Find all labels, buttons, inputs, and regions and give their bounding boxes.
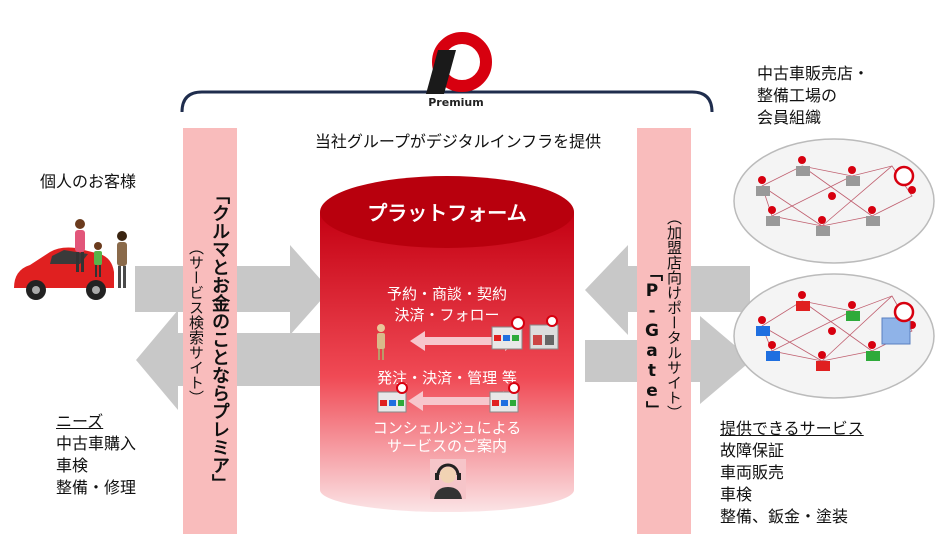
needs-heading-text: ニーズ <box>56 412 104 431</box>
double-arrow-consumer <box>410 331 520 351</box>
dealer-shop-left-icon <box>377 382 408 413</box>
p-gate-subtitle: （加盟店向けポータルサイト） <box>665 210 683 420</box>
platform-title: プラットフォーム <box>367 201 527 225</box>
needs-heading: ニーズ <box>56 411 103 433</box>
consumer-flow-line: 決済・フォロー <box>394 306 500 324</box>
premier-service-subtitle: （サービス検索サイト） <box>187 240 205 405</box>
services-list: 故障保証 車両販売 車検 整備、鈑金・塗装 <box>720 440 848 528</box>
customer-title: 個人のお客様 <box>39 172 136 191</box>
services-heading: 提供できるサービス <box>720 418 864 440</box>
dealer-flow-text: 発注・決済・管理 等 <box>377 369 517 387</box>
needs-item: 整備・修理 <box>56 478 137 497</box>
premier-service-bar: 「クルマとお金のことならプレミア」 （サービス検索サイト） <box>183 128 237 534</box>
needs-list: 中古車購入 車検 整備・修理 <box>56 433 136 499</box>
consumer-flow-text: 予約・商談・契約 決済・フォロー <box>330 284 564 326</box>
group-brace <box>180 90 714 113</box>
members-title: 中古車販売店・ 整備工場の 会員組織 <box>757 63 869 129</box>
needs-item: 車検 <box>56 456 89 475</box>
platform-cylinder-top <box>320 176 574 248</box>
dealer-shop-right-icon <box>489 382 520 413</box>
arrow-to-platform-left-2 <box>236 245 330 335</box>
p-gate-title: 「P-Gate」 <box>642 264 662 418</box>
car-family-illustration <box>14 219 127 300</box>
concierge-line: サービスのご案内 <box>386 437 507 455</box>
concierge-text: コンシェルジュによる サービスのご案内 <box>330 419 564 455</box>
services-item: 故障保証 <box>720 441 785 460</box>
services-item: 車検 <box>720 485 753 504</box>
double-arrow-dealer <box>408 391 518 411</box>
premier-service-title: 「クルマとお金のことならプレミア」 <box>209 186 230 492</box>
concierge-line: コンシェルジュによる <box>372 419 522 437</box>
needs-item: 中古車購入 <box>56 434 137 453</box>
members-title-line: 会員組織 <box>757 108 822 127</box>
premium-logo-caption: Premium <box>428 96 484 109</box>
premium-logo: Premium <box>418 28 494 114</box>
consumer-flow-line: 予約・商談・契約 <box>386 285 507 303</box>
members-title-line: 整備工場の <box>757 86 838 105</box>
concierge-headset-icon <box>430 459 466 499</box>
premium-logo-mark <box>426 32 492 94</box>
group-infrastructure-caption: 当社グループがデジタルインフラを提供 <box>314 132 602 151</box>
platform-cylinder <box>320 212 574 512</box>
member-network-illustration <box>733 138 935 399</box>
services-item: 整備、鈑金・塗装 <box>720 507 849 526</box>
person-icon <box>377 324 385 360</box>
services-item: 車両販売 <box>720 463 785 482</box>
services-heading-text: 提供できるサービス <box>720 419 864 438</box>
members-title-line: 中古車販売店・ <box>757 64 870 83</box>
dealer-shop-icon <box>491 315 559 350</box>
p-gate-bar: （加盟店向けポータルサイト） 「P-Gate」 <box>637 128 691 534</box>
